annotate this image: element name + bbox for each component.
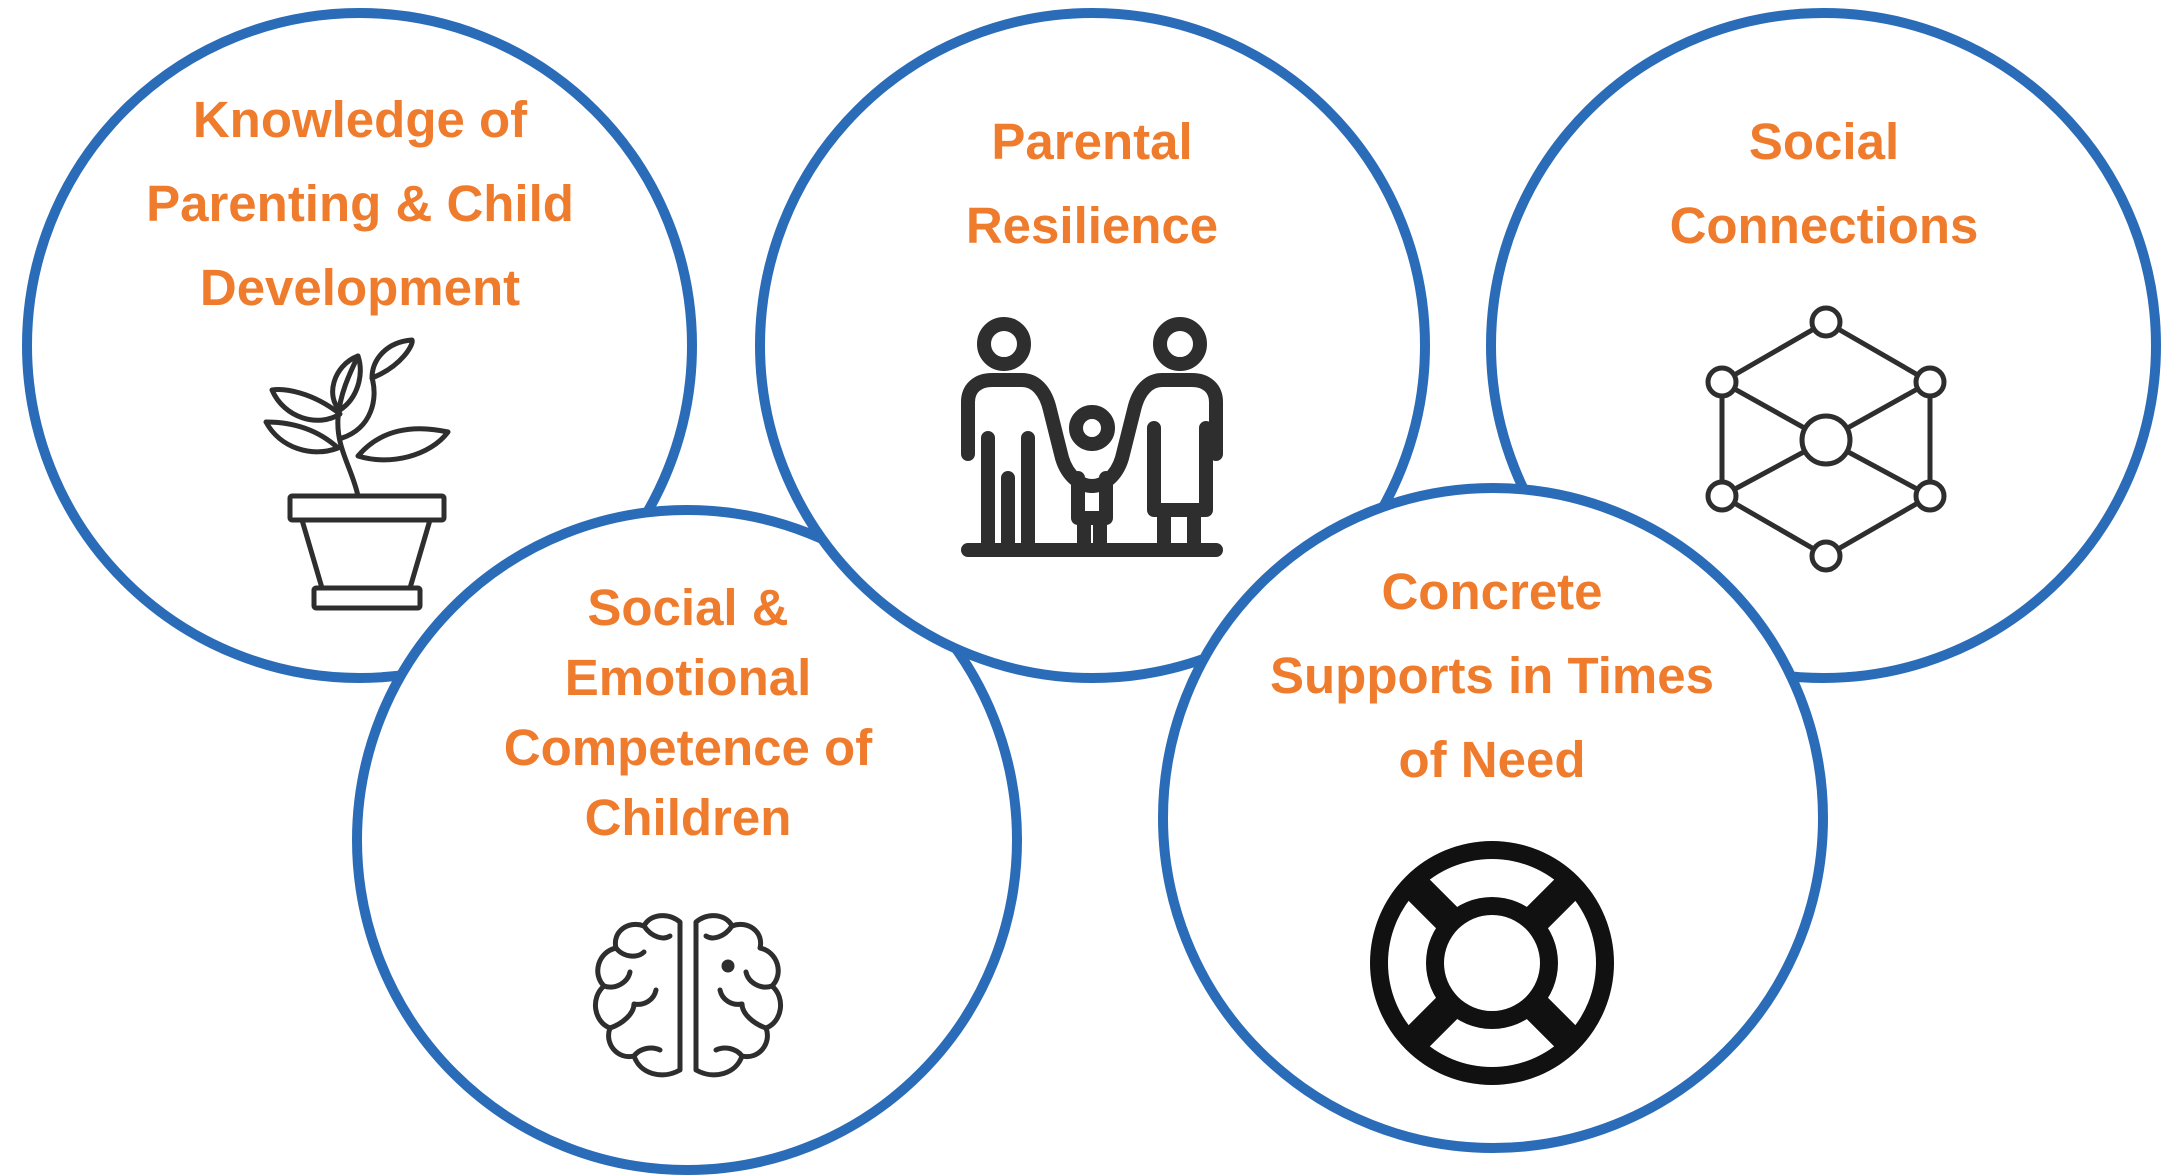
label-emotional: Social & Emotional Competence of Childre… bbox=[503, 579, 873, 846]
label-resilience: Parental Resilience bbox=[965, 113, 1219, 254]
label-supports: Concrete Supports in Times of Need bbox=[1270, 563, 1714, 788]
label-knowledge: Knowledge of Parenting & Child Developme… bbox=[146, 91, 574, 316]
family-icon bbox=[958, 317, 1228, 558]
circle-knowledge bbox=[22, 8, 697, 683]
network-icon bbox=[1698, 302, 1954, 573]
brain-icon bbox=[588, 910, 788, 1088]
label-connections: Social Connections bbox=[1669, 113, 1979, 254]
plant-pot-icon bbox=[262, 337, 462, 618]
lifebuoy-icon bbox=[1364, 835, 1620, 1091]
